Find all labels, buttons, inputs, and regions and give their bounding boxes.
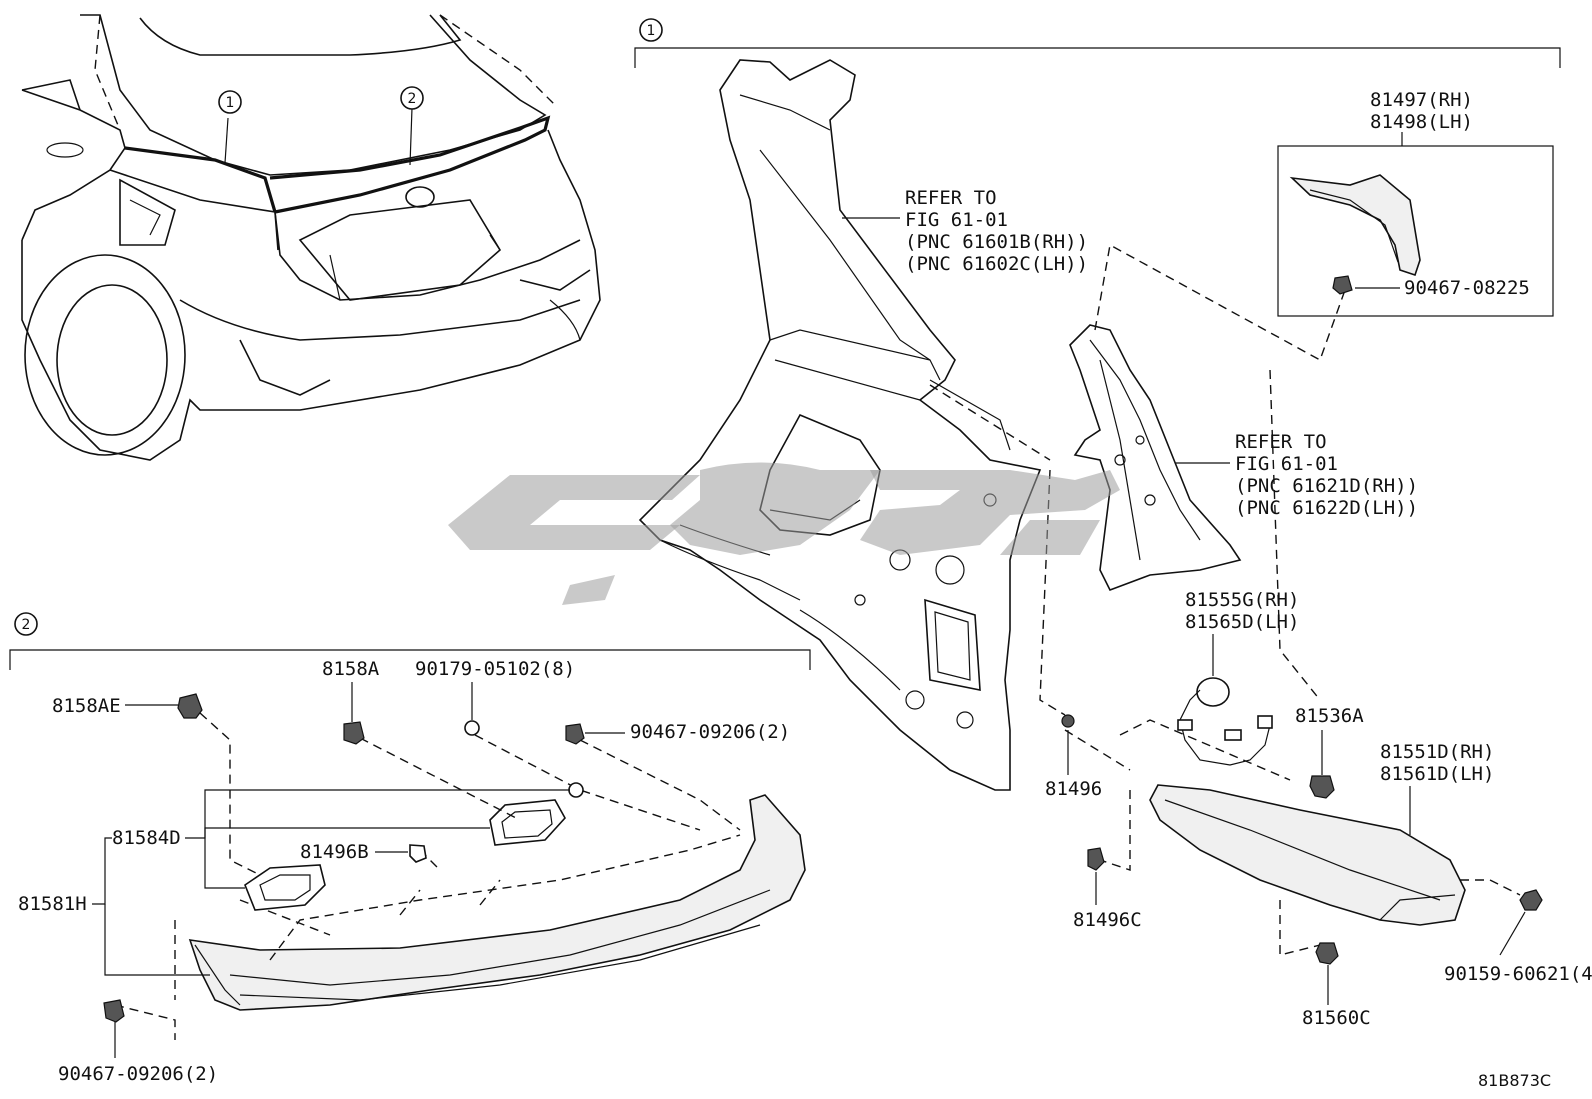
bolt-icon <box>103 999 125 1023</box>
nut-icon <box>1519 889 1543 911</box>
nut-icon <box>1061 714 1075 728</box>
clip-icon <box>409 844 427 863</box>
refer-upper-line-3: (PNC 61601B(RH)) <box>905 231 1088 253</box>
refer-upper-line-2: FIG 61-01 <box>905 209 1008 231</box>
refer-lower: REFER TO FIG 61-01 (PNC 61621D(RH)) (PNC… <box>1235 431 1418 519</box>
clip-icon <box>177 693 203 719</box>
brand-logo-watermark <box>448 462 1120 605</box>
label-81584D: 81584D <box>112 827 181 849</box>
label-81560C: 81560C <box>1302 1007 1371 1029</box>
clip-icon <box>1087 847 1105 871</box>
right-side-parts: 81555G(RH) 81565D(LH) 81536A 81496 81496… <box>1045 589 1592 1029</box>
back-door-garnish <box>174 794 806 1011</box>
label-81496B: 81496B <box>300 841 369 863</box>
clip-icon <box>343 721 365 745</box>
label-81498: 81498(LH) <box>1370 111 1473 133</box>
label-81581H: 81581H <box>18 893 87 915</box>
overview-callout-2: 2 <box>408 91 417 107</box>
clip-icon <box>1332 275 1353 295</box>
refer-lower-line-3: (PNC 61621D(RH)) <box>1235 475 1418 497</box>
refer-lower-line-4: (PNC 61622D(LH)) <box>1235 497 1418 519</box>
refer-upper: REFER TO FIG 61-01 (PNC 61601B(RH)) (PNC… <box>905 187 1088 275</box>
label-81561D: 81561D(LH) <box>1380 763 1494 785</box>
quarter-extension-panel <box>1069 324 1242 592</box>
label-81496C: 81496C <box>1073 909 1142 931</box>
callout-2-icon <box>400 86 424 110</box>
quarter-inner-panel <box>638 59 1042 791</box>
figure-code: 81B873C <box>1478 1071 1551 1090</box>
label-81536A: 81536A <box>1295 705 1364 727</box>
refer-upper-line-1: REFER TO <box>905 187 997 209</box>
callout-1-icon <box>218 90 242 114</box>
group-1-bracket: 1 <box>634 18 1561 68</box>
label-81565D: 81565D(LH) <box>1185 611 1299 633</box>
overview-callout-1: 1 <box>226 95 235 111</box>
tail-lamp <box>1149 784 1466 926</box>
group-2-bracket: 2 <box>9 612 811 670</box>
label-8158A: 8158A <box>322 658 380 680</box>
left-side-parts: 8158AE 8158A 90179-05102(8) 90467-09206(… <box>18 658 790 1085</box>
label-90179-05102: 90179-05102(8) <box>415 658 575 680</box>
label-90467-09206-bot: 90467-09206(2) <box>58 1063 218 1085</box>
nut-icon <box>1315 942 1339 965</box>
group-1-callout: 1 <box>647 23 656 39</box>
label-81551D: 81551D(RH) <box>1380 741 1494 763</box>
label-81497: 81497(RH) <box>1370 89 1473 111</box>
refer-lower-line-2: FIG 61-01 <box>1235 453 1338 475</box>
bolt-icon <box>565 723 585 745</box>
label-81555G: 81555G(RH) <box>1185 589 1299 611</box>
label-81496: 81496 <box>1045 778 1102 800</box>
label-90467-09206-top: 90467-09206(2) <box>630 721 790 743</box>
label-90467-08225: 90467-08225 <box>1404 277 1530 299</box>
label-90159-60621: 90159-60621(4) <box>1444 963 1592 985</box>
label-8158AE: 8158AE <box>52 695 121 717</box>
parts-box-81497: 81497(RH) 81498(LH) 90467-08225 <box>1277 89 1554 317</box>
group-2-callout: 2 <box>22 617 31 633</box>
nut-icon <box>1309 775 1335 799</box>
vehicle-overview: 1 2 <box>21 14 601 461</box>
refer-lower-line-1: REFER TO <box>1235 431 1327 453</box>
lamp-socket-icon <box>1177 677 1273 766</box>
nut-icon <box>464 720 584 798</box>
refer-upper-line-4: (PNC 61602C(LH)) <box>905 253 1088 275</box>
